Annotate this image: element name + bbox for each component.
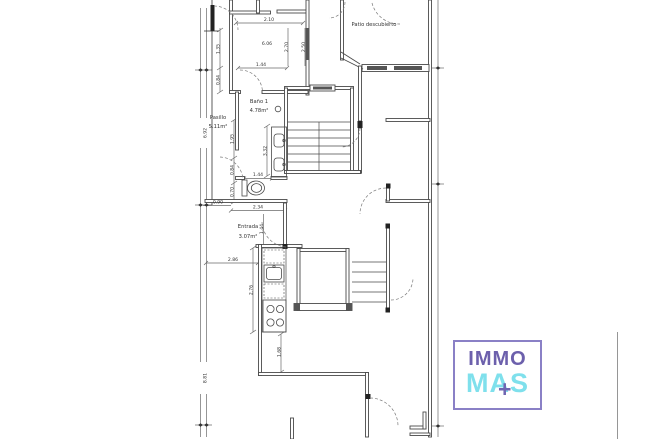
door-arc-bottom-right (369, 397, 399, 427)
dim-168: 1.68 (277, 347, 283, 357)
door-arc-room2 (359, 187, 387, 215)
dim-144-bath: 1.44 (253, 172, 263, 178)
dim-090: 0.90 (213, 200, 223, 206)
labels: Patio descubierto Pasillo 5.11m² Baño 1 … (199, 17, 397, 394)
pasillo-label: Pasillo (210, 115, 226, 121)
logo-plus-icon: + (498, 376, 512, 402)
entrada-area: 3.07m² (239, 234, 258, 240)
fixtures (241, 105, 287, 333)
dim-top-width: 2.10 (264, 17, 274, 23)
door-arc-bath-top (239, 69, 263, 93)
door-arc-toilet (219, 156, 244, 181)
dim-070: 0.70 (230, 187, 236, 197)
walls (204, 0, 432, 439)
dim-881: 8.81 (203, 373, 209, 383)
door-arc-mid-right (390, 277, 414, 301)
door-arc-patio-left (328, 1, 346, 19)
dim-692: 6.92 (203, 128, 209, 138)
door-arcs (213, 1, 414, 427)
dim-084-lower: 0.84 (230, 165, 236, 175)
dim-135: 1.35 (216, 44, 222, 54)
logo-mas-text: MAS (466, 368, 529, 398)
dim-250: 2.50 (301, 42, 307, 52)
dim-144-top: 1.44 (256, 62, 266, 68)
logo-mas-wrap: MAS + (455, 368, 540, 401)
staircase (284, 84, 361, 174)
side-steps (352, 261, 386, 303)
pasillo-area: 5.11m² (209, 124, 228, 130)
dim-entrada-144: 1.44 (259, 224, 265, 234)
immomas-logo: IMMO MAS + (453, 340, 542, 410)
dim-084-upper: 0.84 (216, 75, 222, 85)
bath-drain-icon (274, 105, 282, 113)
entrada-label: Entrada (238, 224, 258, 230)
dim-276: 2.76 (249, 285, 255, 295)
bano-area: 4.78m² (250, 108, 269, 114)
door-arc-room1 (340, 127, 361, 148)
dim-332: 3.32 (263, 146, 269, 156)
kitchen-counter (261, 247, 287, 333)
double-sink-vanity-icon (271, 126, 287, 178)
stove-icon (262, 299, 287, 333)
logo-immo-text: IMMO (468, 348, 527, 370)
dim-234: 2.34 (253, 205, 263, 211)
dim-270: 2.70 (284, 42, 290, 52)
door-arc-patio-right (371, 2, 401, 25)
dimension-lines (195, 0, 618, 439)
dimension-diamonds (198, 66, 441, 428)
door-arc-top-left (213, 5, 239, 31)
dim-room-606: 6.06 (262, 41, 272, 47)
patio-label: Patio descubierto (352, 22, 397, 28)
dim-195: 1.95 (230, 134, 236, 144)
wall-fills (204, 5, 422, 399)
dim-286: 2.86 (228, 257, 238, 263)
bano-label: Baño 1 (250, 99, 268, 105)
toilet-icon (241, 179, 265, 197)
